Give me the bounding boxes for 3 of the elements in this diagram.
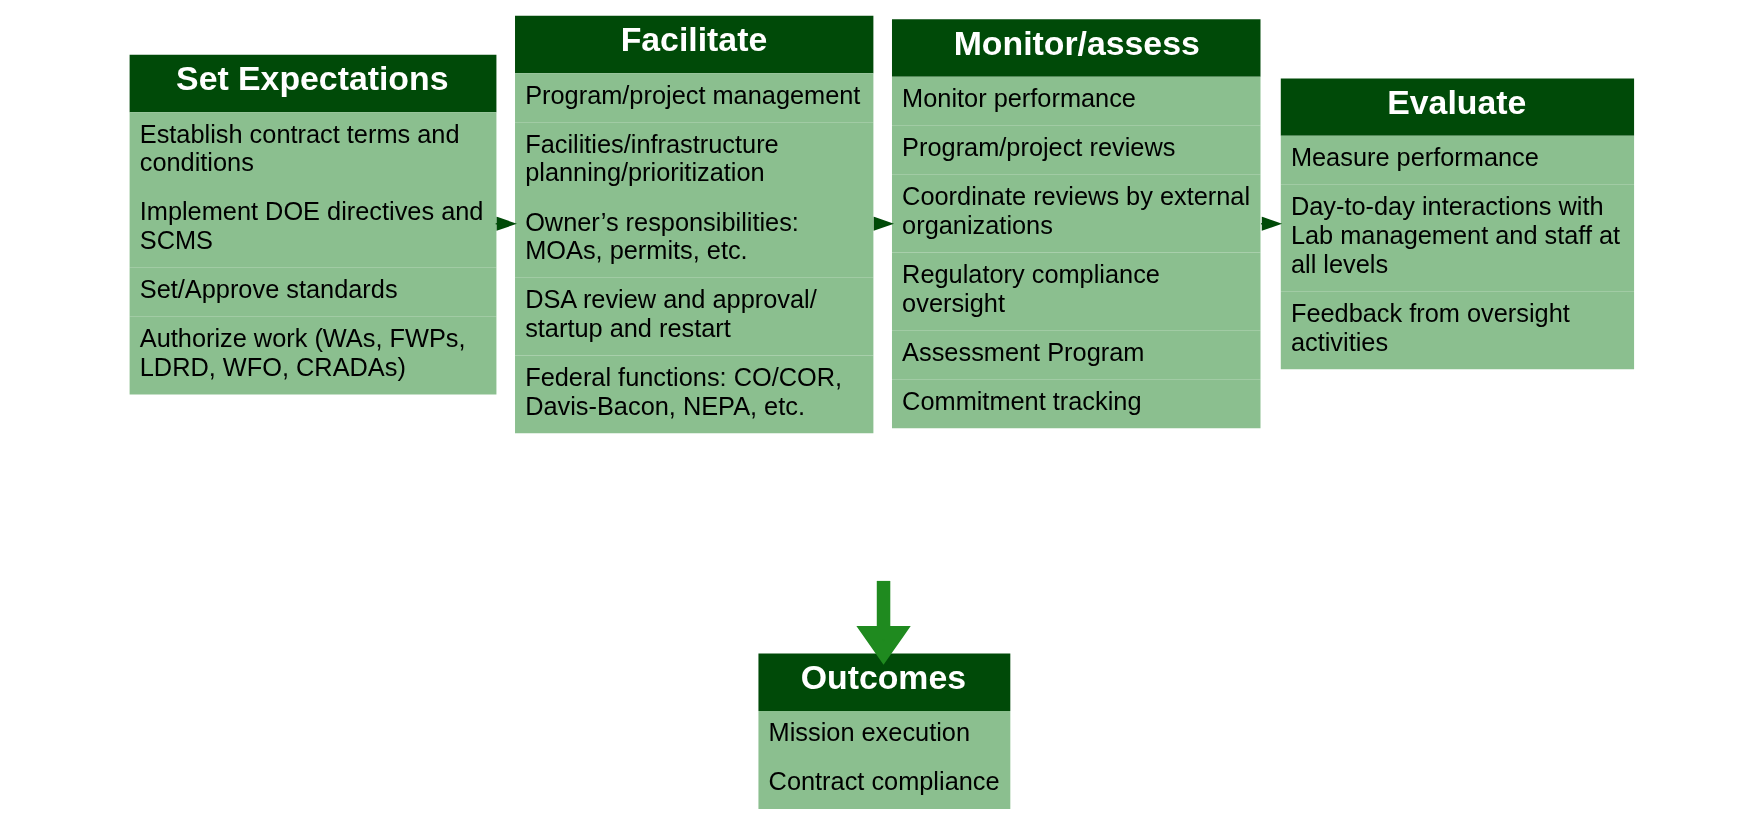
arrow xyxy=(855,580,911,665)
arrow xyxy=(1259,216,1282,231)
arrow xyxy=(494,216,517,231)
